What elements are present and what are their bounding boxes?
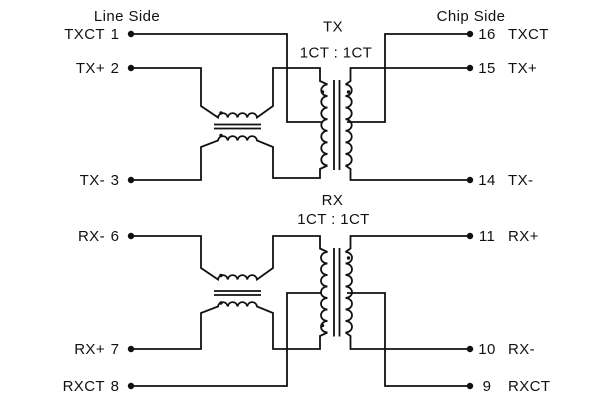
pin-dot-10 (466, 345, 474, 353)
pin-dot-7 (127, 345, 135, 353)
wire-pin9-rxct-riser (347, 292, 470, 387)
chip-side-title: Chip Side (437, 8, 506, 25)
pin-dot-15 (466, 64, 474, 72)
pin-dot-9 (466, 382, 474, 390)
tx-choke-bottom-polarity-dot (219, 133, 223, 138)
wire-pin7-rxp-through-choke-bottom (131, 301, 328, 350)
pin-label-9-number: 9 (483, 378, 492, 395)
pin-dot-1 (127, 30, 135, 38)
pin-label-rxct8-name: RXCT (63, 378, 105, 395)
wire-pin11-rxp (344, 235, 470, 253)
pin-label-11-name: RX+ (508, 228, 539, 245)
rx-transformer-left-winding (320, 251, 328, 334)
wire-pin14-txm (344, 164, 470, 181)
pin-label-14-number: 14 (478, 172, 496, 189)
pin-dot-6 (127, 232, 135, 240)
pin-label-10-number: 10 (478, 341, 496, 358)
tx-transformer-label: TX (323, 19, 343, 36)
wire-pin2-txp-through-choke-top (131, 67, 328, 120)
pin-label-15-name: TX+ (508, 60, 537, 77)
pin-label-txm3-number: 3 (111, 172, 120, 189)
pin-label-rxp7-name: RX+ (74, 341, 105, 358)
rx-choke-top-polarity-dot (219, 273, 223, 278)
rx-transformer-right-polarity-dot (346, 256, 351, 260)
pin-dot-11 (466, 232, 474, 240)
tx-transformer-left-polarity-dot (320, 90, 325, 94)
pin-label-16-number: 16 (478, 26, 496, 43)
polarity-dots (219, 90, 351, 328)
rx-choke-core (214, 290, 261, 296)
wire-pin6-rxm-through-choke-top (131, 235, 328, 282)
pin-label-txct1-number: 1 (111, 26, 120, 43)
tx-choke-top-polarity-dot (219, 111, 223, 115)
rx-transformer-left-polarity-dot (320, 323, 325, 328)
labels: Line Side Chip Side TX 1CT : 1CT RX 1CT … (63, 8, 550, 395)
wire-pin16-txct-riser (347, 33, 470, 123)
rx-choke-bottom-polarity-dot (219, 301, 223, 305)
pin-dot-16 (466, 30, 474, 38)
pin-label-14-name: TX- (508, 172, 533, 189)
pin-label-rxm6-number: 6 (111, 228, 120, 245)
wire-pin8-rxct-to-center-tap (131, 292, 322, 387)
rx-transformer-label: RX (322, 192, 344, 209)
wire-pin15-txp (344, 67, 470, 86)
pin-label-rxp7-number: 7 (111, 341, 120, 358)
tx-transformer-core (333, 80, 341, 170)
pin-label-rxm6-name: RX- (78, 228, 105, 245)
pin-label-11-number: 11 (479, 228, 495, 245)
wire-pin1-txct-to-center-tap (131, 33, 322, 123)
wire-pin3-txm-through-choke-bottom (131, 135, 328, 181)
pin-label-15-number: 15 (478, 60, 496, 77)
rx-transformer-ratio: 1CT : 1CT (297, 211, 370, 228)
pin-label-16-name: TXCT (508, 26, 549, 43)
tx-transformer-right-polarity-dot (346, 90, 351, 94)
tx-transformer-ratio: 1CT : 1CT (300, 45, 373, 62)
pin-label-rxct8-number: 8 (111, 378, 120, 395)
pin-label-10-name: RX- (508, 341, 535, 358)
pin-label-txp2-name: TX+ (76, 60, 105, 77)
pin-dot-3 (127, 176, 135, 184)
pin-dots (127, 30, 474, 390)
pin-dot-2 (127, 64, 135, 72)
wire-pin10-rxm (344, 331, 470, 350)
line-side-title: Line Side (94, 8, 160, 25)
pin-label-9-name: RXCT (508, 378, 550, 395)
pin-label-txm3-name: TX- (80, 172, 105, 189)
tx-transformer-right-winding (345, 83, 353, 167)
pin-dot-8 (127, 382, 135, 390)
pin-label-txp2-number: 2 (111, 60, 120, 77)
tx-choke-core (214, 123, 261, 130)
wires (131, 33, 470, 387)
tx-transformer-left-winding (320, 83, 328, 167)
pin-label-txct1-name: TXCT (64, 26, 105, 43)
pin-dot-14 (466, 176, 474, 184)
rx-transformer-core (333, 248, 341, 337)
